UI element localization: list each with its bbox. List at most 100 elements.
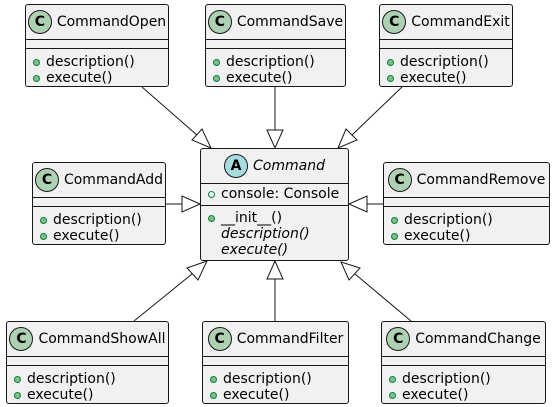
class-command[interactable]: A Command console: Console __init__() de… bbox=[200, 148, 349, 261]
method-text: description() bbox=[402, 371, 491, 387]
method-text: execute() bbox=[223, 387, 290, 403]
method-text: execute() bbox=[400, 70, 467, 86]
attributes-section bbox=[33, 197, 165, 206]
class-name: CommandShowAll bbox=[38, 331, 166, 347]
attributes-section bbox=[206, 39, 345, 48]
class-icon: C bbox=[207, 327, 232, 351]
attributes-section bbox=[384, 197, 549, 206]
method-row: description() bbox=[206, 54, 345, 70]
method-row: description() bbox=[7, 371, 168, 387]
edge-exit bbox=[351, 86, 403, 136]
method-text: description() bbox=[404, 212, 493, 228]
class-command-change[interactable]: C CommandChange description() execute() bbox=[381, 321, 546, 404]
class-command-add[interactable]: C CommandAdd description() execute() bbox=[32, 162, 166, 245]
method-row: execute() bbox=[382, 387, 545, 403]
edge-open bbox=[141, 86, 199, 137]
class-name: CommandSave bbox=[236, 14, 344, 30]
method-text: execute() bbox=[46, 70, 113, 86]
abstract-class-icon: A bbox=[224, 154, 249, 178]
class-header: C CommandOpen bbox=[26, 5, 168, 39]
class-command-showall[interactable]: C CommandShowAll description() execute() bbox=[6, 321, 169, 404]
public-visibility-icon bbox=[210, 375, 217, 383]
method-row: execute() bbox=[201, 242, 348, 258]
class-command-filter[interactable]: C CommandFilter description() execute() bbox=[202, 321, 349, 404]
arrowhead-change bbox=[340, 261, 361, 281]
class-icon: C bbox=[387, 168, 412, 192]
class-header: C CommandChange bbox=[382, 322, 545, 356]
public-visibility-icon bbox=[210, 391, 217, 399]
method-text: execute() bbox=[27, 387, 94, 403]
method-text: description() bbox=[223, 371, 312, 387]
method-row: __init__() bbox=[201, 210, 348, 226]
class-command-exit[interactable]: C CommandExit description() execute() bbox=[379, 4, 513, 87]
class-header: C CommandRemove bbox=[384, 163, 549, 197]
methods-section: description() execute() bbox=[7, 365, 168, 407]
method-text: description() bbox=[27, 371, 116, 387]
methods-section: description() execute() bbox=[384, 206, 549, 248]
arrowhead-filter bbox=[266, 259, 284, 280]
methods-section: description() execute() bbox=[382, 365, 545, 407]
method-row: execute() bbox=[7, 387, 168, 403]
method-text: description() bbox=[221, 226, 310, 242]
class-icon: C bbox=[34, 168, 59, 192]
public-visibility-icon bbox=[391, 216, 398, 224]
class-name: CommandFilter bbox=[236, 331, 344, 347]
method-text: execute() bbox=[402, 387, 469, 403]
methods-section: description() execute() bbox=[206, 48, 345, 90]
attribute-text: console: Console bbox=[221, 186, 340, 202]
method-row: execute() bbox=[203, 387, 348, 403]
method-row: description() bbox=[33, 212, 165, 228]
class-header: C CommandShowAll bbox=[7, 322, 168, 356]
attribute-row: console: Console bbox=[201, 186, 348, 202]
protected-visibility-icon bbox=[208, 190, 215, 198]
methods-section: description() execute() bbox=[33, 206, 165, 248]
public-visibility-icon bbox=[391, 232, 398, 240]
class-icon: C bbox=[27, 10, 52, 34]
class-name: CommandExit bbox=[411, 14, 510, 30]
methods-section: description() execute() bbox=[380, 48, 512, 90]
method-text: execute() bbox=[221, 242, 289, 258]
attributes-section bbox=[203, 356, 348, 365]
method-row: description() bbox=[203, 371, 348, 387]
method-row: description() bbox=[384, 212, 549, 228]
class-header: A Command bbox=[201, 149, 348, 183]
public-visibility-icon bbox=[213, 58, 220, 66]
method-text: description() bbox=[53, 212, 142, 228]
method-row: execute() bbox=[26, 70, 168, 86]
arrowhead-remove bbox=[347, 195, 368, 213]
method-row: execute() bbox=[206, 70, 345, 86]
arrowhead-exit bbox=[337, 128, 358, 149]
class-name: CommandRemove bbox=[416, 172, 546, 188]
class-command-save[interactable]: C CommandSave description() execute() bbox=[205, 4, 346, 87]
method-text: execute() bbox=[226, 70, 293, 86]
class-name: CommandChange bbox=[415, 331, 541, 347]
public-visibility-icon bbox=[40, 232, 47, 240]
public-visibility-icon bbox=[14, 375, 21, 383]
method-text: description() bbox=[46, 54, 135, 70]
public-visibility-icon bbox=[14, 391, 21, 399]
arrowhead-showall bbox=[186, 260, 208, 281]
method-text: description() bbox=[226, 54, 315, 70]
public-visibility-icon bbox=[33, 58, 40, 66]
class-header: C CommandFilter bbox=[203, 322, 348, 356]
attributes-section: console: Console bbox=[201, 183, 348, 205]
public-visibility-icon bbox=[208, 214, 215, 222]
class-header: C CommandExit bbox=[380, 5, 512, 39]
method-row: description() bbox=[201, 226, 348, 242]
method-row: description() bbox=[26, 54, 168, 70]
class-command-open[interactable]: C CommandOpen description() execute() bbox=[25, 4, 169, 87]
arrowhead-save bbox=[266, 129, 284, 150]
class-icon: C bbox=[386, 327, 411, 351]
attributes-section bbox=[7, 356, 168, 365]
method-row: execute() bbox=[384, 228, 549, 244]
public-visibility-icon bbox=[33, 74, 40, 82]
public-visibility-icon bbox=[387, 74, 394, 82]
class-icon: C bbox=[207, 10, 232, 34]
methods-section: __init__() description() execute() bbox=[201, 205, 348, 261]
class-command-remove[interactable]: C CommandRemove description() execute() bbox=[383, 162, 550, 245]
edge-change bbox=[354, 273, 412, 322]
public-visibility-icon bbox=[389, 375, 396, 383]
public-visibility-icon bbox=[389, 391, 396, 399]
methods-section: description() execute() bbox=[203, 365, 348, 407]
